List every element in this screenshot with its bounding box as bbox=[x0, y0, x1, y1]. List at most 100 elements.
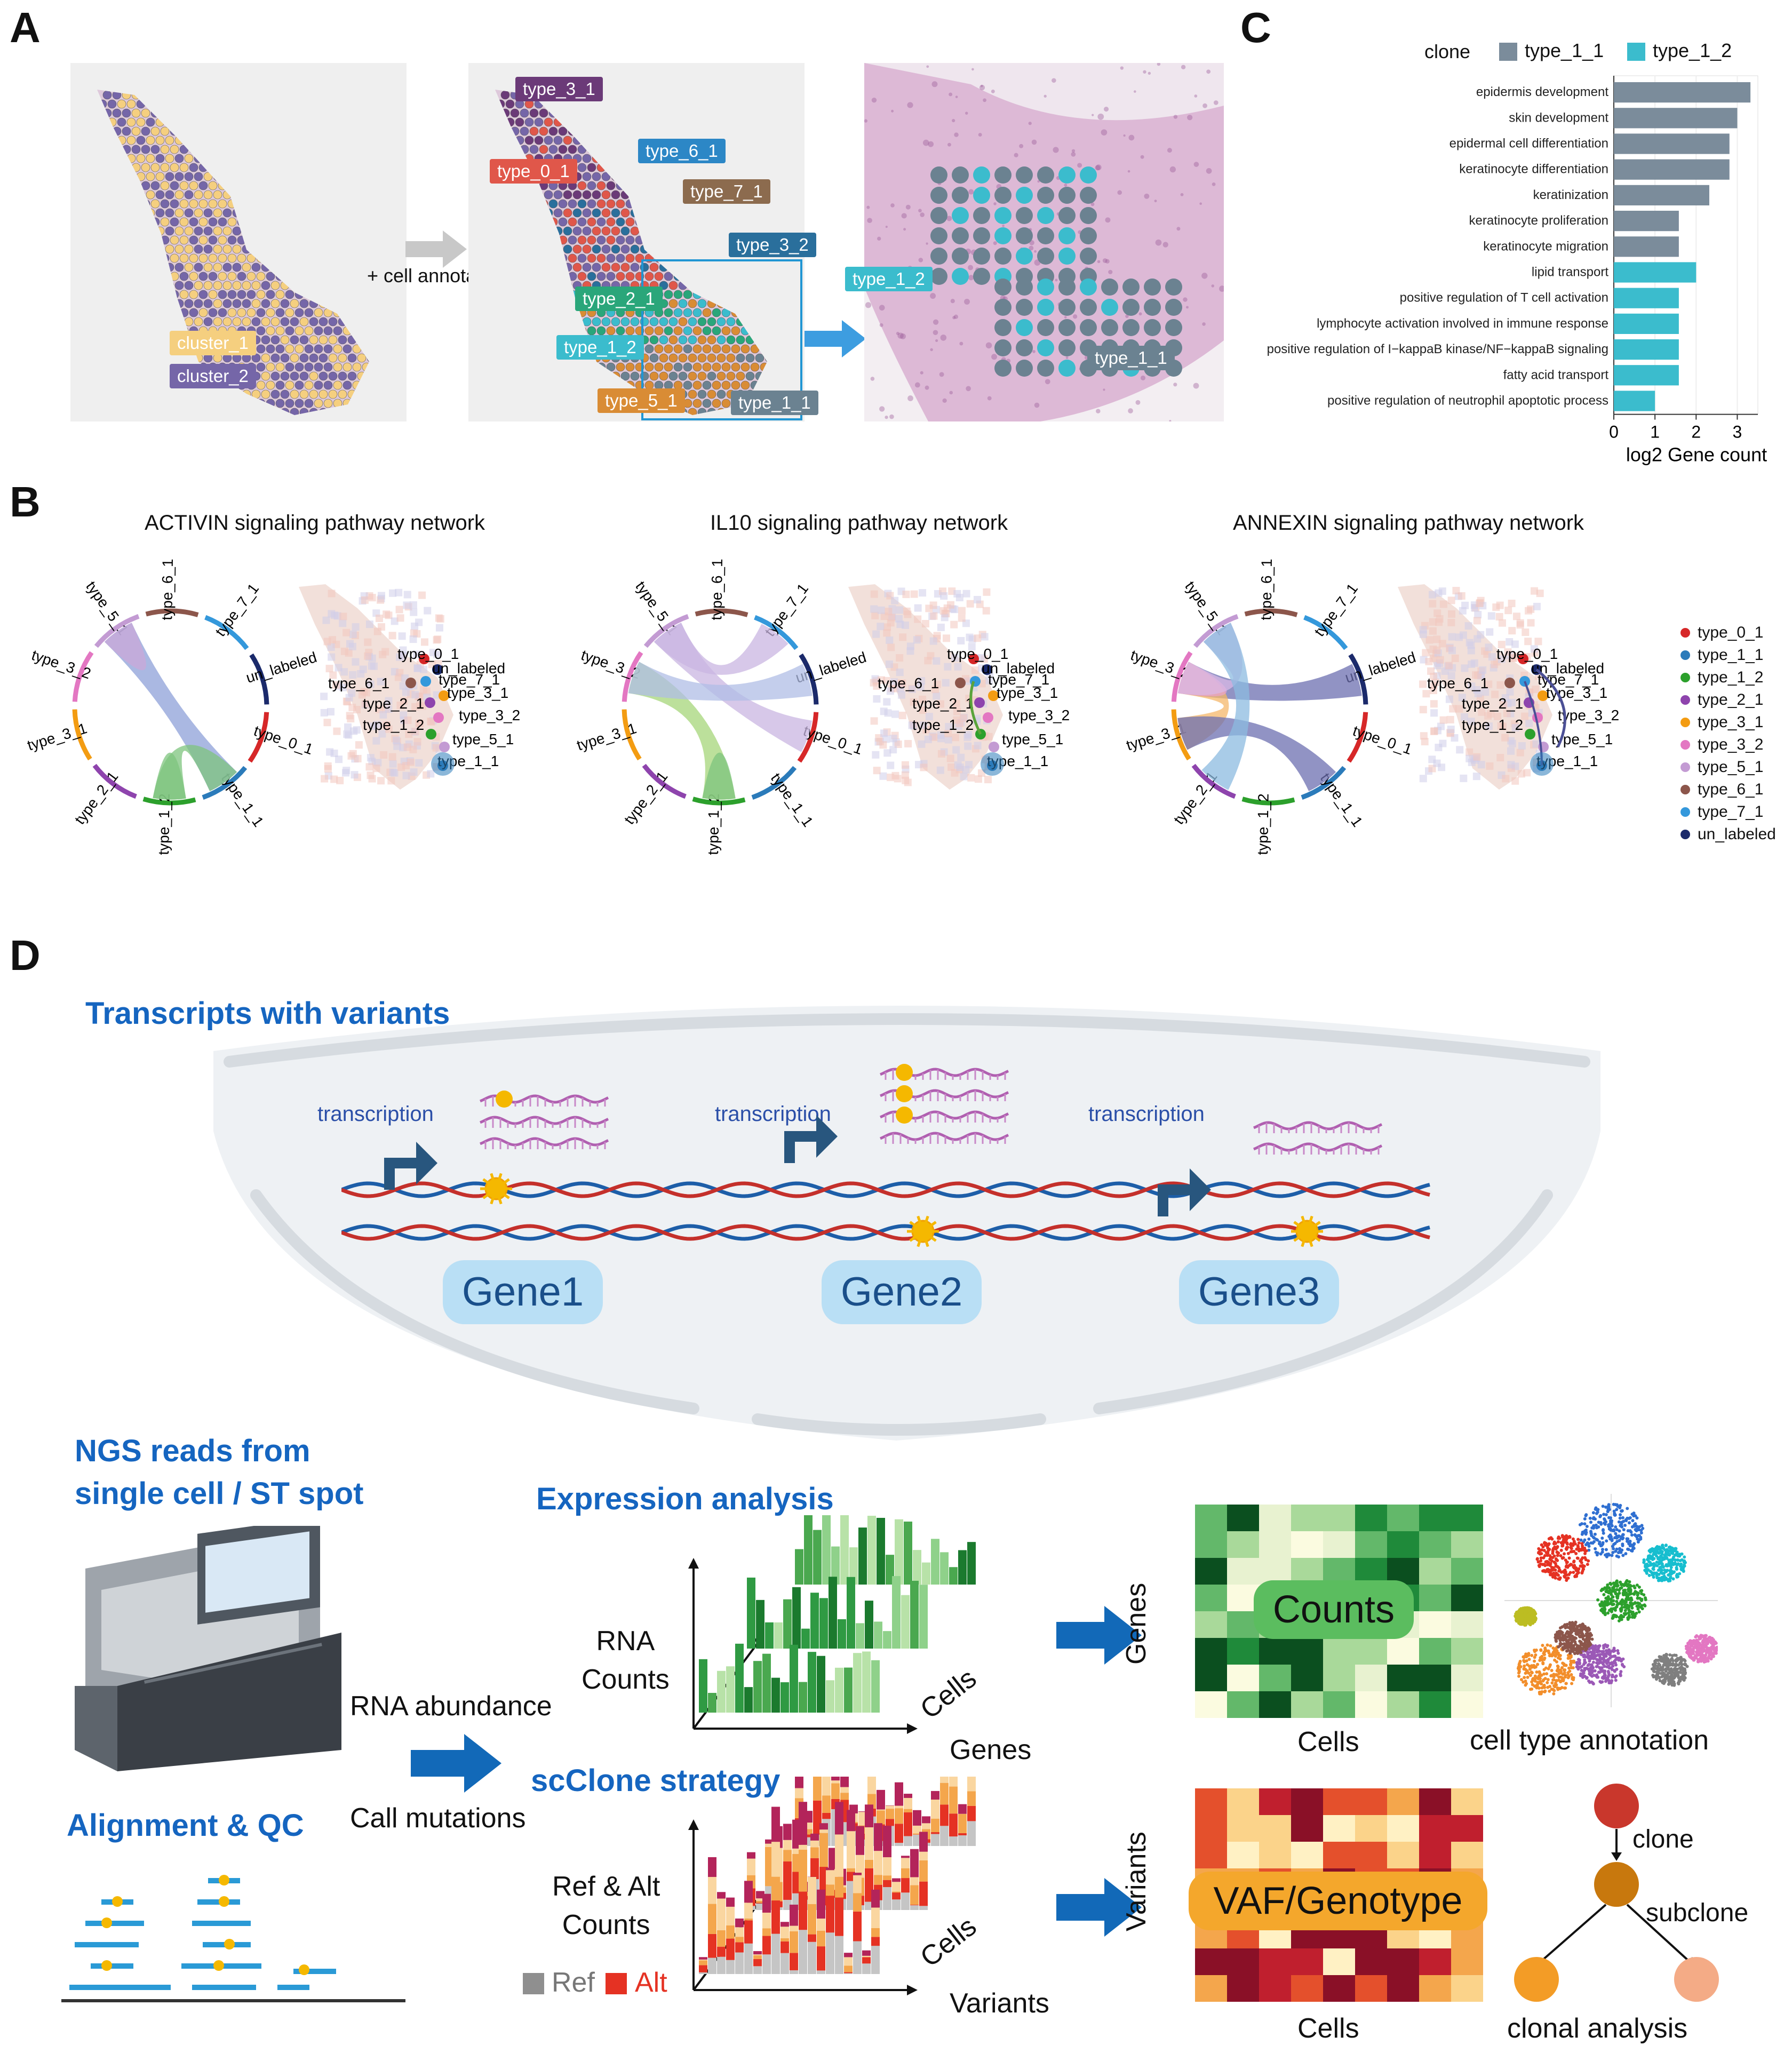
cells-under-counts: Cells bbox=[1297, 1726, 1359, 1757]
bar-label-7: lipid transport bbox=[1532, 265, 1608, 280]
chord-label-type_3_1: type_3_1 bbox=[1124, 720, 1188, 754]
tissue-panel-zoom bbox=[864, 62, 1225, 423]
legend-item-type-1-1: type_1_1 bbox=[1681, 644, 1776, 666]
type-tag-type-1-1: type_1_1 bbox=[731, 391, 818, 415]
panel-label-b: B bbox=[10, 478, 41, 526]
chord-label-type_3_1: type_3_1 bbox=[25, 720, 89, 754]
rna-counts-line1: RNA bbox=[596, 1626, 655, 1657]
aligned-reads-illustration bbox=[61, 1875, 405, 2002]
bar-10 bbox=[1614, 339, 1679, 360]
genes-side-label: Genes bbox=[1121, 1582, 1152, 1665]
transcript-group-2 bbox=[784, 1064, 1009, 1163]
chord-label-type_3_2: type_3_2 bbox=[29, 647, 93, 682]
map-label-type_3_2: type_3_2 bbox=[1008, 707, 1070, 723]
legend-label: type_6_1 bbox=[1698, 781, 1764, 798]
tissue-clusters-image bbox=[97, 90, 369, 415]
blue-arrow-icon bbox=[805, 320, 866, 357]
cell-type-legend: type_0_1 type_1_1 type_1_2 type_2_1 type_3_1… bbox=[1681, 622, 1776, 846]
nuclear-envelope-right bbox=[1093, 1189, 1553, 1414]
vaf-genotype-badge: VAF/Genotype bbox=[1189, 1872, 1487, 1930]
legend-dot bbox=[1681, 740, 1690, 750]
network-title-il10: IL10 signaling pathway network bbox=[710, 511, 1008, 535]
expression-title: Expression analysis bbox=[536, 1482, 834, 1516]
chord-label-type_6_1: type_6_1 bbox=[158, 559, 176, 620]
zoom-tag-type-1-1: type_1_1 bbox=[1087, 346, 1175, 370]
map-label-type_7_1: type_7_1 bbox=[988, 671, 1049, 688]
panel-label-d: D bbox=[10, 932, 41, 979]
bar-label-4: keratinization bbox=[1533, 188, 1608, 202]
legend-item-un-labeled: un_labeled bbox=[1681, 823, 1776, 846]
variants-axis-label: Variants bbox=[950, 1988, 1049, 2019]
map-label-type_1_2: type_1_2 bbox=[1462, 717, 1523, 733]
bar-7 bbox=[1614, 262, 1697, 283]
chord-label-type_7_1: type_7_1 bbox=[1311, 580, 1361, 640]
ngs-title-line2: single cell / ST spot bbox=[75, 1476, 364, 1511]
legend-label-type-1-1: type_1_1 bbox=[1525, 39, 1604, 61]
x-tick-2: 2 bbox=[1691, 423, 1701, 442]
tissue-zoom-image bbox=[864, 62, 1225, 423]
chord-label-type_1_2: type_1_2 bbox=[705, 793, 722, 855]
legend-label: type_7_1 bbox=[1698, 803, 1764, 821]
type-tag-type-3-2: type_3_2 bbox=[729, 233, 816, 257]
rna-counts-label: RNA Counts bbox=[582, 1622, 670, 1699]
subclone-text: subclone bbox=[1646, 1899, 1749, 1927]
legend-dot bbox=[1681, 695, 1690, 705]
chord-label-type_1_2: type_1_2 bbox=[155, 793, 173, 855]
counts-badge: Counts bbox=[1254, 1580, 1414, 1639]
type-tag-type-1-2: type_1_2 bbox=[556, 335, 644, 360]
legend-label: un_labeled bbox=[1698, 825, 1776, 843]
chord-label-type_6_1: type_6_1 bbox=[708, 559, 726, 620]
ngs-title: NGS reads from single cell / ST spot bbox=[75, 1430, 363, 1515]
bar-label-12: positive regulation of neutrophil apopto… bbox=[1327, 394, 1608, 408]
bar-9 bbox=[1614, 313, 1679, 334]
chord-label-type_0_1: type_0_1 bbox=[801, 722, 865, 758]
type-tag-type-7-1: type_7_1 bbox=[683, 179, 770, 204]
map-label-type_1_2: type_1_2 bbox=[363, 717, 424, 733]
cells-under-vaf: Cells bbox=[1297, 2013, 1359, 2044]
panel-a: cluster_1 cluster_2 + cell annotation ty… bbox=[0, 0, 1227, 470]
legend-label: type_2_1 bbox=[1698, 691, 1764, 709]
legend-item-type-5-1: type_5_1 bbox=[1681, 756, 1776, 778]
legend-item-type-0-1: type_0_1 bbox=[1681, 622, 1776, 644]
type-tag-type-5-1: type_5_1 bbox=[598, 388, 685, 413]
bar-label-6: keratinocyte migration bbox=[1483, 239, 1608, 253]
map-label-type_6_1: type_6_1 bbox=[328, 675, 389, 691]
chord-label-type_2_1: type_2_1 bbox=[71, 768, 122, 827]
bar-4 bbox=[1614, 185, 1709, 205]
x-axis-label: log2 Gene count bbox=[1626, 444, 1767, 466]
cell-illustration bbox=[213, 1006, 1600, 1441]
legend-label: type_3_1 bbox=[1698, 713, 1764, 731]
map-label-un_labeled: un_labeled bbox=[982, 660, 1055, 677]
chord-label-type_6_1: type_6_1 bbox=[1257, 559, 1275, 620]
legend-item-type-6-1: type_6_1 bbox=[1681, 778, 1776, 801]
ref-swatch bbox=[523, 1973, 544, 1994]
rna-abundance-text: RNA abundance bbox=[350, 1691, 552, 1722]
umap-plot bbox=[1504, 1494, 1718, 1707]
transcription-label-1: transcription bbox=[317, 1102, 434, 1126]
legend-item-type-1-2: type_1_2 bbox=[1681, 666, 1776, 689]
ref-alt-counts-label: Ref & Alt Counts bbox=[552, 1867, 660, 1944]
gene2-box: Gene2 bbox=[822, 1260, 982, 1324]
legend-dot bbox=[1681, 807, 1690, 817]
map-label-type_0_1: type_0_1 bbox=[397, 646, 459, 662]
x-tick-0: 0 bbox=[1609, 423, 1619, 442]
clone-root-node bbox=[1594, 1784, 1639, 1828]
transcript-group-3 bbox=[1158, 1121, 1383, 1216]
map-label-type_2_1: type_2_1 bbox=[1462, 695, 1523, 712]
network-title-activin: ACTIVIN signaling pathway network bbox=[144, 511, 485, 535]
clone-legend-title: clone bbox=[1424, 41, 1471, 62]
bar-5 bbox=[1614, 211, 1679, 232]
legend-dot bbox=[1681, 762, 1690, 772]
legend-label: type_1_2 bbox=[1698, 669, 1764, 686]
cell-interior bbox=[213, 1006, 1600, 1441]
ref-alt-line2: Counts bbox=[562, 1909, 650, 1940]
to-counts-arrow-icon bbox=[1056, 1606, 1142, 1665]
rna-counts-line2: Counts bbox=[582, 1664, 670, 1695]
legend-dot bbox=[1681, 673, 1690, 682]
bar-label-1: skin development bbox=[1509, 110, 1608, 125]
legend-label: type_3_2 bbox=[1698, 736, 1764, 753]
legend-label: type_1_1 bbox=[1698, 646, 1764, 664]
